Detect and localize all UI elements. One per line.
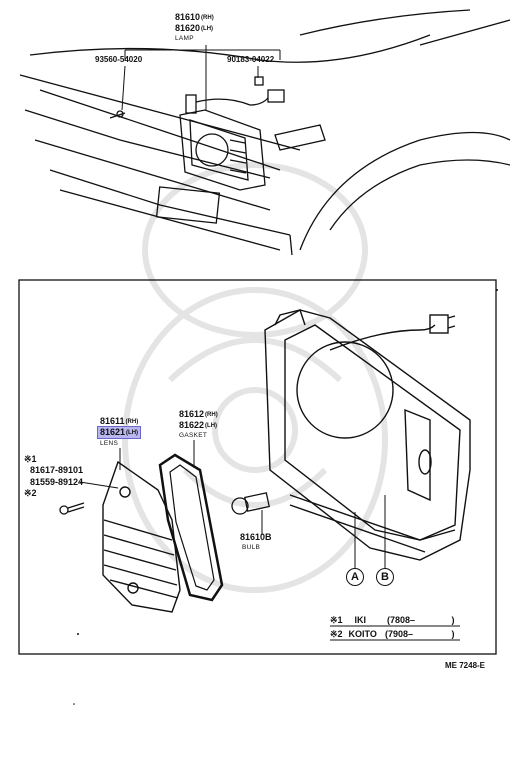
legend-row-1: ※1 IKI (7808– ): [330, 615, 455, 626]
lens-rh-tag: (RH): [125, 419, 139, 425]
callout-marker-a: A: [346, 568, 364, 586]
screw-part-number: 93560-54020: [95, 55, 143, 64]
bulb-detail: [231, 492, 270, 515]
legend-row-1-maker: IKI: [354, 615, 367, 625]
gasket-name: GASKET: [179, 432, 208, 439]
lens-rh-number: 81611: [100, 416, 125, 426]
top-leaders: [121, 45, 281, 111]
diagram-code: ME 7248-E: [445, 661, 486, 670]
gasket-rh-label: 81612(RH): [179, 409, 218, 420]
note1-part-number: 81617-89101: [30, 465, 84, 475]
legend-row-2-maker: KOITO: [348, 629, 377, 639]
lens-lh-number: 81621: [100, 427, 126, 437]
lens-lh-tag: (LH): [126, 430, 139, 436]
gasket-rh-tag: (RH): [205, 412, 218, 418]
gasket-detail: [158, 453, 224, 602]
note2-part-number: 81559-89124: [30, 477, 84, 487]
lens-detail: [102, 460, 181, 613]
legend-row-2-dates: (7908–: [385, 629, 414, 639]
lamp-body-detail: [264, 309, 471, 561]
lamp-name: LAMP: [175, 35, 194, 42]
screw-detail: [59, 502, 85, 515]
lamp-rh-tag: (RH): [201, 15, 214, 21]
watermark-seal: [122, 162, 388, 593]
lens-rh-label: 81611(RH): [100, 416, 138, 427]
legend-rule: [330, 625, 460, 641]
lamp-lh-number: 81620: [175, 23, 201, 33]
lamp-rh-number: 81610: [175, 12, 201, 22]
detail-frame: [18, 279, 497, 655]
lens-name: LENS: [100, 440, 119, 447]
lamp-lh-label: 81620(LH): [175, 23, 213, 34]
legend-row-1-mark: ※1: [330, 615, 343, 625]
gasket-lh-label: 81622(LH): [179, 420, 217, 431]
lamp-rh-label: 81610(RH): [175, 12, 214, 23]
legend-row-2-close: ): [451, 629, 455, 639]
bulb-part-number: 81610B: [240, 532, 272, 542]
lamp-lh-tag: (LH): [201, 26, 214, 32]
clip-part-number: 90183-04022: [227, 55, 275, 64]
legend-row-1-close: ): [451, 615, 455, 625]
gasket-lh-number: 81622: [179, 420, 205, 430]
legend-row-1-dates: (7808–: [387, 615, 416, 625]
lens-lh-label-highlighted: 81621(LH): [97, 426, 142, 439]
note1-mark: ※1: [24, 454, 37, 464]
vehicle-front-view: [19, 9, 511, 256]
bulb-name: BULB: [242, 544, 261, 551]
legend-row-2-mark: ※2: [330, 629, 343, 639]
specks: [73, 289, 498, 705]
callout-marker-b: B: [376, 568, 394, 586]
note2-mark: ※2: [24, 488, 37, 498]
gasket-lh-tag: (LH): [205, 423, 218, 429]
gasket-rh-number: 81612: [179, 409, 205, 419]
legend-row-2: ※2 KOITO (7908– ): [330, 629, 455, 640]
detail-leaders: [79, 440, 386, 568]
